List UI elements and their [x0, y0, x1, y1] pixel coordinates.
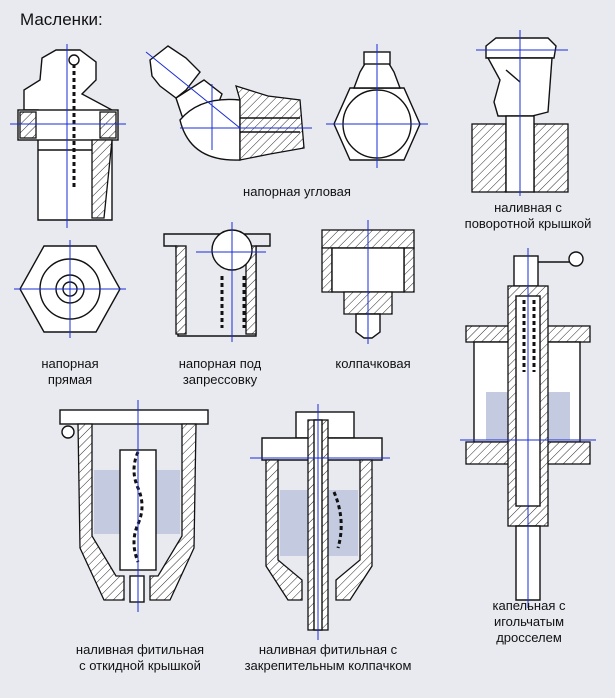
page-title: Масленки:: [20, 10, 103, 29]
drawing-pressure-side-view: [326, 44, 428, 168]
drawing-wick-flip-lid: [59, 400, 209, 612]
caption-pressure-straight: напорная прямая: [41, 356, 99, 387]
caption-cap-oiler: колпачковая: [335, 356, 411, 371]
caption-wick-flip-lid: наливная фитильная с откидной крышкой: [75, 642, 205, 673]
drawing-pressure-nipple-section: [10, 44, 126, 228]
caption-fill-rotary-lid: наливная с поворотной крышкой: [464, 200, 592, 231]
caption-pressure-press-fit: напорная под запрессовку: [178, 356, 262, 387]
caption-wick-fastening-cap: наливная фитильная с закрепительным колп…: [244, 642, 412, 673]
drawing-drip-needle-throttle: [460, 248, 596, 608]
caption-drip-needle-throttle: капельная с игольчатым дросселем: [492, 598, 566, 645]
drawing-pressure-straight: [14, 240, 126, 338]
drawing-wick-fastening-cap: [250, 404, 390, 640]
drawing-pressure-press-fit: [163, 222, 271, 342]
drawing-cap-oiler: [321, 220, 415, 344]
caption-pressure-angular: напорная угловая: [243, 184, 351, 199]
drawing-fill-rotary-lid: [471, 30, 569, 196]
drawing-pressure-angular: [145, 45, 312, 161]
